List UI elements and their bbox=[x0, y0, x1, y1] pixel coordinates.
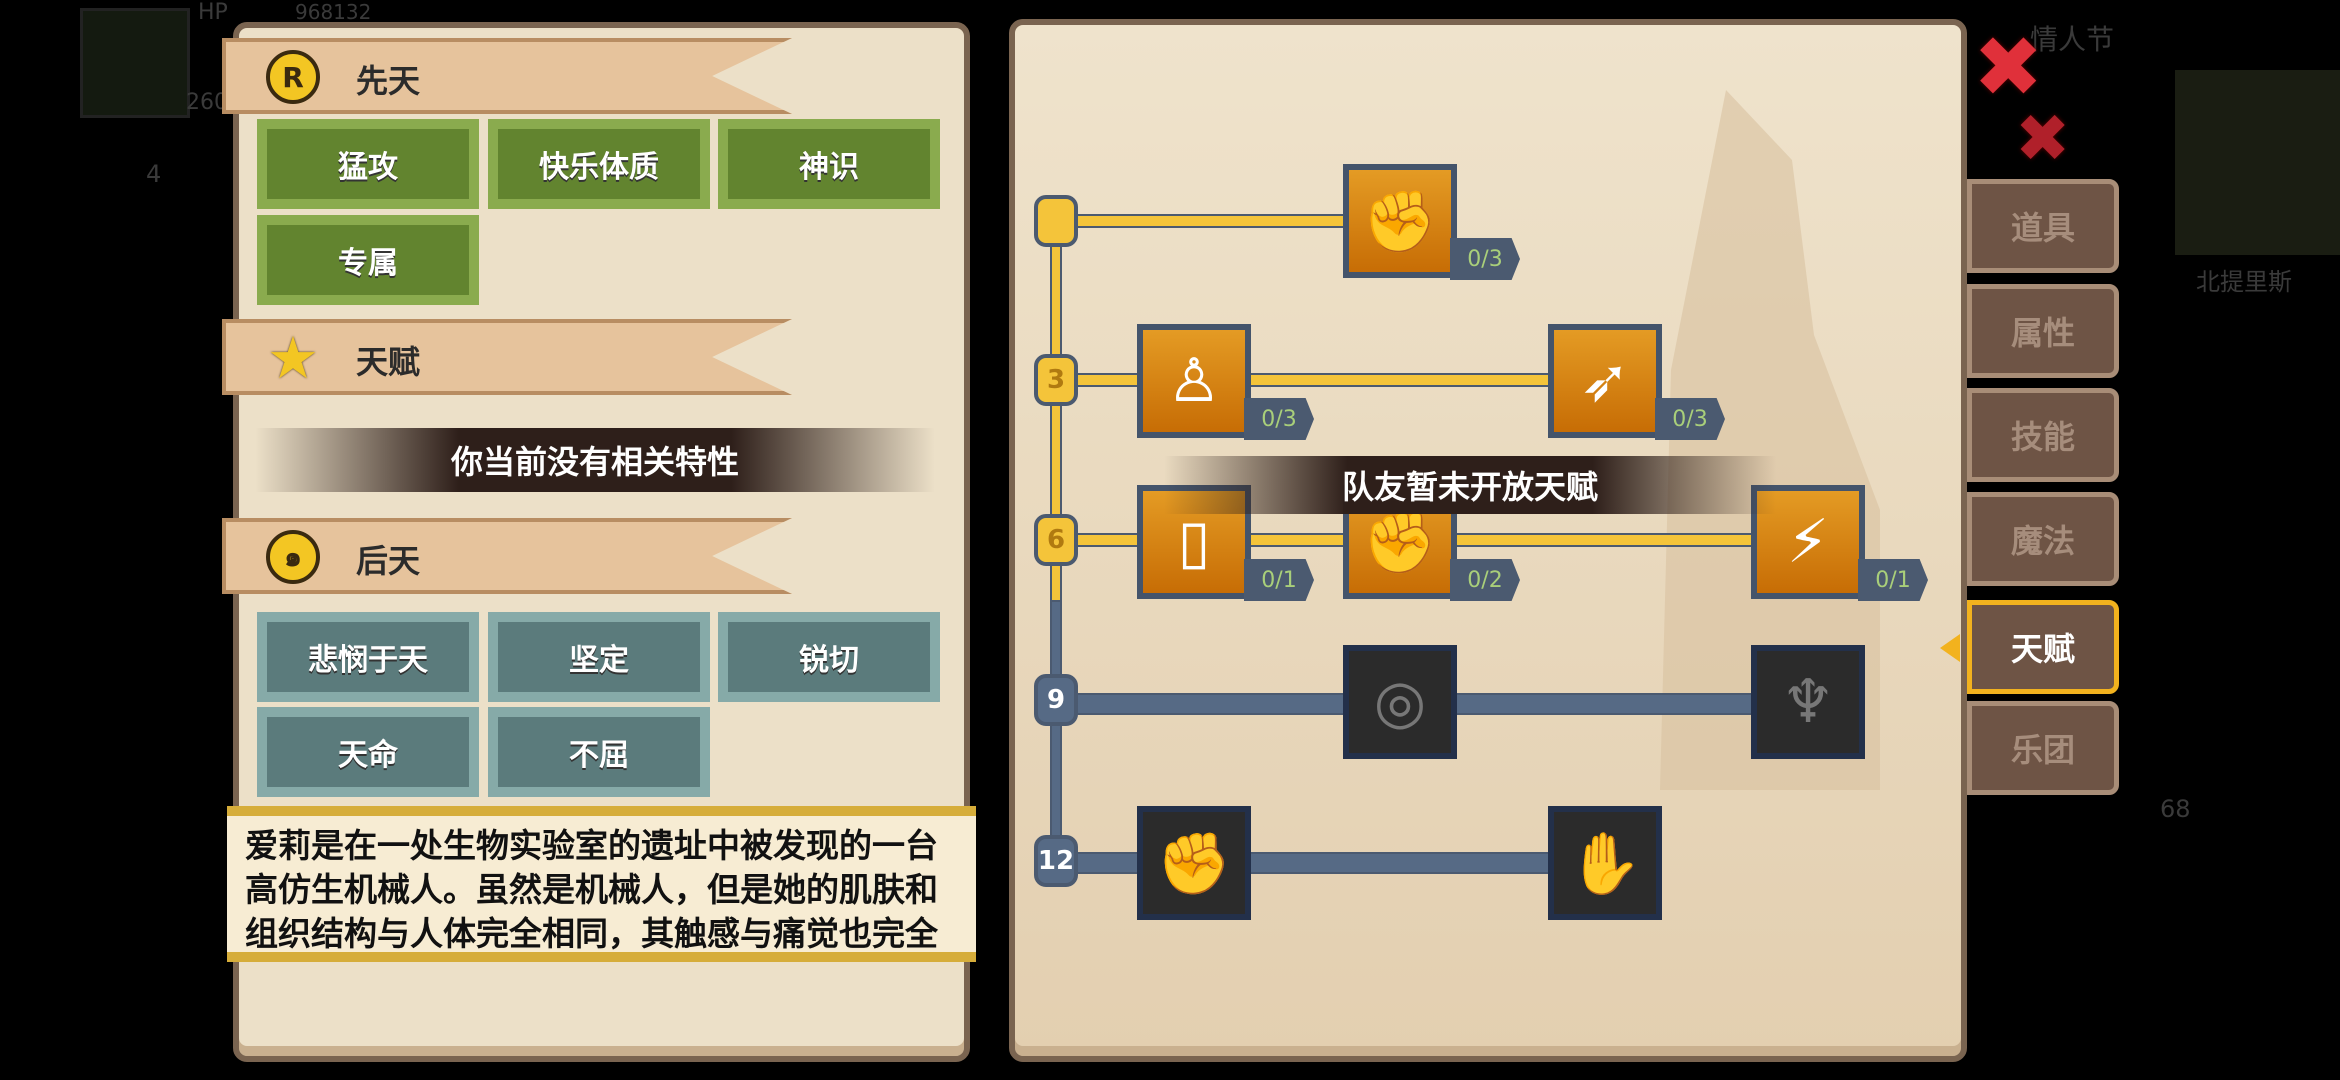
talent-count: 0/3 bbox=[1244, 398, 1314, 440]
character-description[interactable]: 爱莉是在一处生物实验室的遗址中被发现的一台高仿生机械人。虽然是机械人，但是她的肌… bbox=[227, 806, 976, 962]
swirl-coin-icon: ๑ bbox=[266, 530, 320, 584]
arrow-icon[interactable]: ➶ bbox=[1548, 324, 1662, 438]
event-label: 情人节 bbox=[2030, 23, 2115, 56]
tree-trunk-locked bbox=[1050, 600, 1062, 860]
tab-items[interactable]: 道具 bbox=[1967, 179, 2119, 273]
tab-talent[interactable]: 天赋 bbox=[1967, 600, 2119, 694]
ripple-icon[interactable]: ◎ bbox=[1343, 645, 1457, 759]
potion-count: 68 bbox=[2160, 795, 2191, 823]
level-node: 12 bbox=[1034, 835, 1078, 887]
acquired-trait[interactable]: 坚定 bbox=[488, 612, 710, 702]
active-tab-pointer-icon bbox=[1940, 634, 1960, 662]
level-node: 3 bbox=[1034, 354, 1078, 406]
grab-hand-icon[interactable]: ✋ bbox=[1548, 806, 1662, 920]
innate-trait[interactable]: 快乐体质 bbox=[488, 119, 710, 209]
innate-title: 先天 bbox=[356, 62, 421, 100]
acquired-trait[interactable]: 不屈 bbox=[488, 707, 710, 797]
minimap[interactable] bbox=[2175, 70, 2340, 255]
character-portrait[interactable] bbox=[80, 8, 190, 118]
acquired-title: 后天 bbox=[356, 542, 421, 580]
talent-title: 天赋 bbox=[356, 343, 421, 381]
tab-band[interactable]: 乐团 bbox=[1967, 701, 2119, 795]
close-icon-secondary[interactable]: ✖ bbox=[2015, 100, 2071, 177]
star-icon: ★ bbox=[267, 324, 319, 392]
tab-magic[interactable]: 魔法 bbox=[1967, 492, 2119, 586]
hp-label: HP bbox=[198, 0, 228, 25]
muscle-body-icon[interactable]: ♙ bbox=[1137, 324, 1251, 438]
innate-trait[interactable]: 猛攻 bbox=[257, 119, 479, 209]
branch-line bbox=[1060, 214, 1350, 228]
level-node: 6 bbox=[1034, 514, 1078, 566]
talent-header: ★ 天赋 bbox=[222, 319, 792, 395]
no-trait-message: 你当前没有相关特性 bbox=[255, 428, 935, 492]
acquired-trait[interactable]: 悲悯于天 bbox=[257, 612, 479, 702]
teammate-talent-notice: 队友暂未开放天赋 bbox=[1164, 456, 1776, 514]
talent-count: 0/3 bbox=[1655, 398, 1725, 440]
location-name: 北提里斯 bbox=[2196, 268, 2292, 296]
innate-trait[interactable]: 神识 bbox=[718, 119, 940, 209]
hp-value: 968132 bbox=[295, 0, 372, 24]
branch-line bbox=[1060, 852, 1560, 874]
innate-trait[interactable]: 专属 bbox=[257, 215, 479, 305]
acquired-trait[interactable]: 天命 bbox=[257, 707, 479, 797]
talent-count: 0/1 bbox=[1858, 559, 1928, 601]
innate-header: R 先天 bbox=[222, 38, 792, 114]
item-count: 4 bbox=[146, 160, 162, 188]
bat-icon[interactable]: ♆ bbox=[1751, 645, 1865, 759]
acquired-header: ๑ 后天 bbox=[222, 518, 792, 594]
level-badge: 260 bbox=[186, 90, 228, 115]
acquired-trait[interactable]: 锐切 bbox=[718, 612, 940, 702]
level-node: 9 bbox=[1034, 674, 1078, 726]
raised-fist-icon[interactable]: ✊ bbox=[1137, 806, 1251, 920]
branch-line bbox=[1060, 373, 1560, 387]
level-node-start bbox=[1034, 195, 1078, 247]
arm-wrestle-icon[interactable]: ✊ bbox=[1343, 164, 1457, 278]
close-icon[interactable]: ✖ bbox=[1973, 18, 2044, 116]
tab-skills[interactable]: 技能 bbox=[1967, 388, 2119, 482]
talent-count: 0/3 bbox=[1450, 238, 1520, 280]
talent-count: 0/2 bbox=[1450, 559, 1520, 601]
r-coin-icon: R bbox=[266, 50, 320, 104]
tab-attributes[interactable]: 属性 bbox=[1967, 284, 2119, 378]
talent-count: 0/1 bbox=[1244, 559, 1314, 601]
